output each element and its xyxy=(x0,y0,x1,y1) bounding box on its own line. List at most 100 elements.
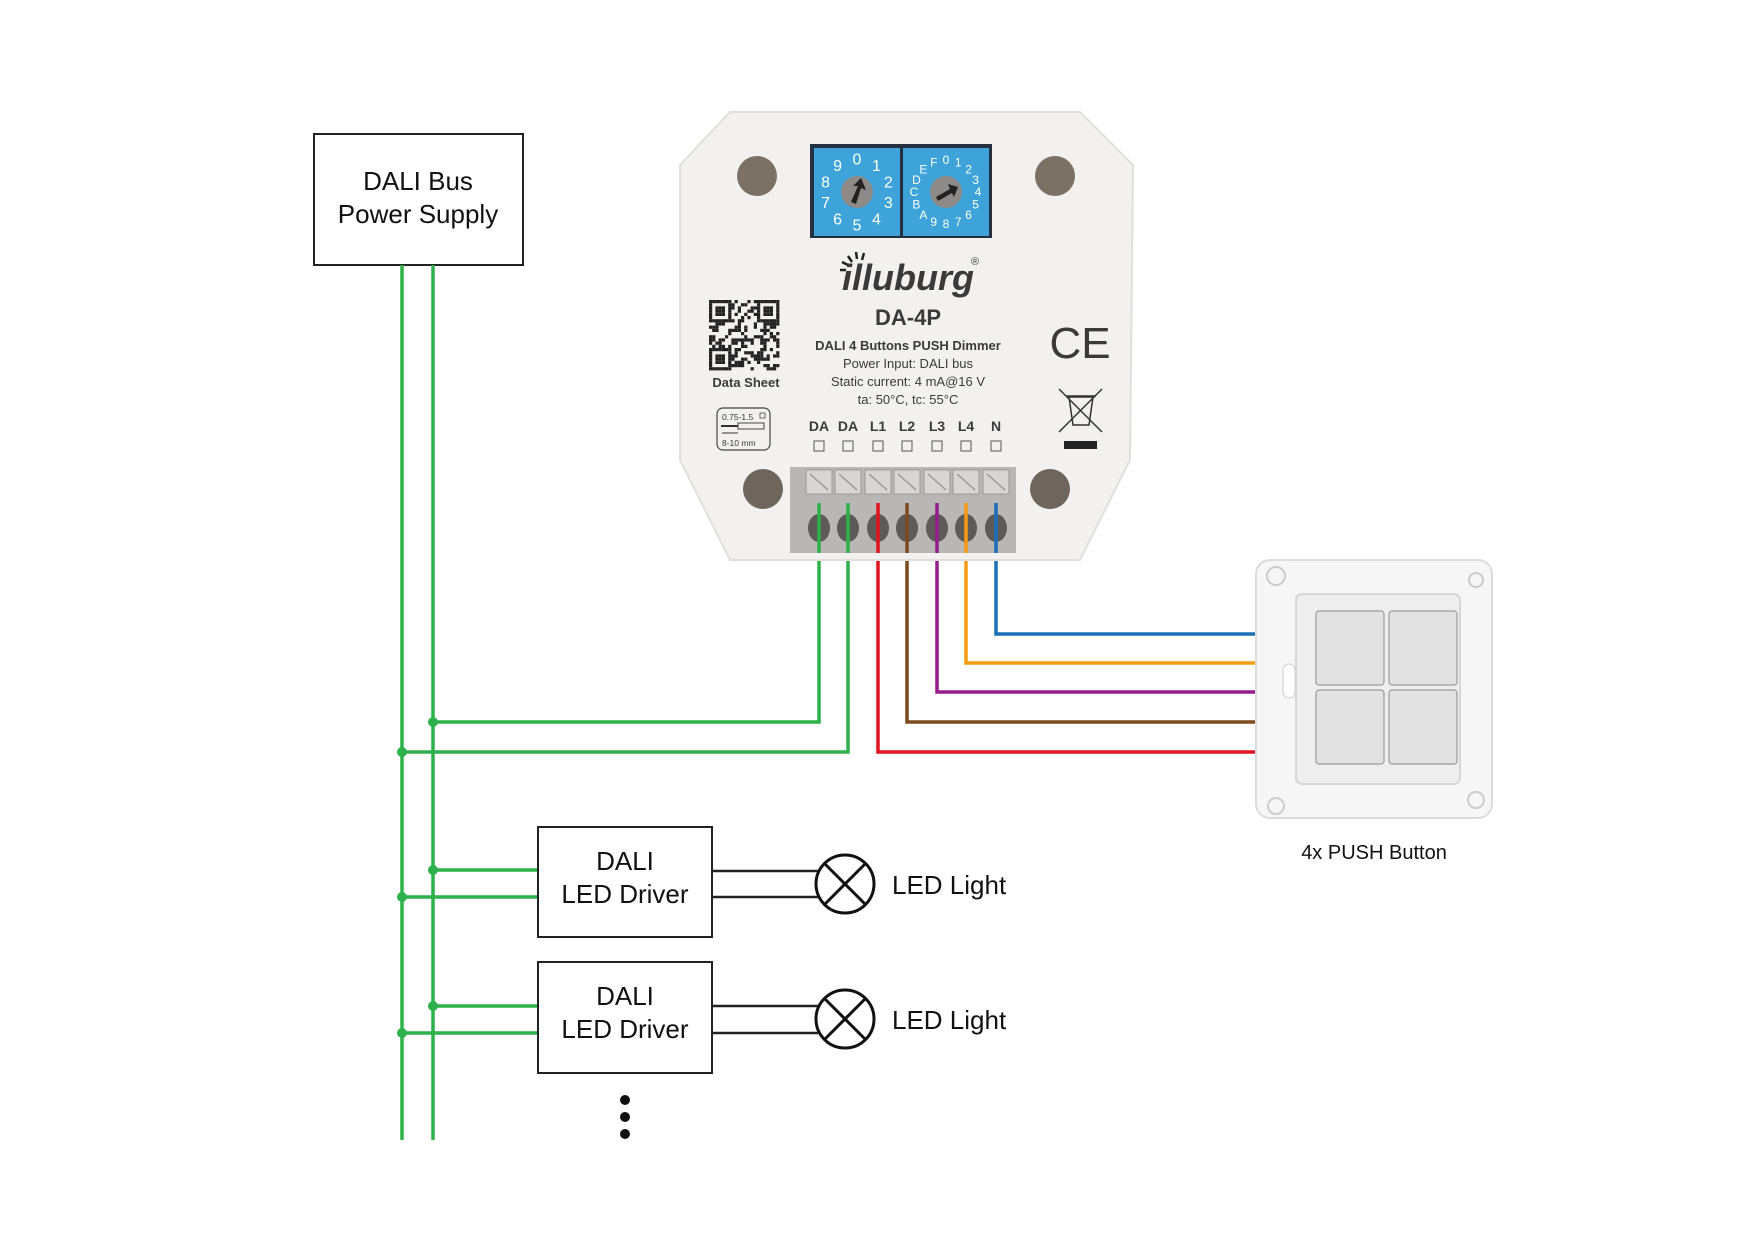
terminal-slots xyxy=(805,469,1010,553)
push-button-4[interactable] xyxy=(1388,689,1458,765)
qr-code-icon[interactable] xyxy=(709,300,780,371)
qr-module xyxy=(712,319,716,323)
qr-module xyxy=(728,354,732,358)
qr-module xyxy=(766,319,770,323)
screw-icon xyxy=(1030,469,1070,509)
qr-label: Data Sheet xyxy=(712,375,780,390)
arrow-icon xyxy=(936,184,958,201)
qr-module xyxy=(753,357,757,361)
rotary-digit: E xyxy=(919,163,927,177)
qr-module xyxy=(776,306,780,310)
qr-module xyxy=(776,338,780,342)
qr-module xyxy=(709,335,713,339)
qr-module xyxy=(757,360,761,364)
qr-module xyxy=(753,322,757,326)
qr-module xyxy=(728,303,732,307)
qr-module xyxy=(709,306,713,310)
power-supply-label-2: Power Supply xyxy=(338,199,498,229)
rotary-digit: 1 xyxy=(872,158,881,175)
qr-module xyxy=(776,341,780,345)
qr-module xyxy=(734,348,738,352)
qr-module xyxy=(721,300,725,304)
dali-bus xyxy=(400,265,850,1140)
wire-strip-length: 8-10 mm xyxy=(722,438,756,448)
qr-module xyxy=(753,306,757,310)
rotary-digit: 9 xyxy=(930,215,937,229)
qr-module xyxy=(763,300,767,304)
qr-module xyxy=(766,300,770,304)
terminal-label: L1 xyxy=(870,418,887,434)
qr-module xyxy=(741,319,745,323)
qr-module xyxy=(709,325,713,329)
qr-module xyxy=(709,303,713,307)
qr-module xyxy=(721,367,725,371)
lever-stripe xyxy=(927,473,947,491)
qr-module xyxy=(731,364,735,368)
qr-module xyxy=(766,306,770,310)
qr-module xyxy=(760,357,764,361)
qr-module xyxy=(709,309,713,313)
power-input-spec: Power Input: DALI bus xyxy=(843,356,974,371)
qr-module xyxy=(763,306,767,310)
qr-module xyxy=(718,354,722,358)
qr-module xyxy=(737,309,741,313)
push-button-3[interactable] xyxy=(1315,689,1385,765)
mount-slot xyxy=(1282,663,1296,699)
terminal-label: N xyxy=(991,418,1001,434)
qr-module xyxy=(773,364,777,368)
qr-module xyxy=(709,312,713,316)
qr-module xyxy=(737,306,741,310)
led-light-label: LED Light xyxy=(892,870,1007,900)
junction-dot xyxy=(428,1001,438,1011)
qr-module xyxy=(718,341,722,345)
device-housing xyxy=(679,111,1135,561)
qr-module xyxy=(763,319,767,323)
qr-module xyxy=(776,303,780,307)
qr-module xyxy=(712,344,716,348)
qr-module xyxy=(773,354,777,358)
junction-dot xyxy=(428,717,438,727)
qr-module xyxy=(747,338,751,342)
rotary-digit: 5 xyxy=(853,218,862,235)
rotary-digit: F xyxy=(930,156,937,170)
rotary-digit: 8 xyxy=(821,174,830,191)
qr-module xyxy=(763,348,767,352)
qr-module xyxy=(715,360,719,364)
qr-module xyxy=(757,354,761,358)
driver-box xyxy=(537,961,713,1074)
qr-module xyxy=(718,300,722,304)
qr-module xyxy=(753,300,757,304)
qr-module xyxy=(760,338,764,342)
temperature-spec: ta: 50°C, tc: 55°C xyxy=(858,392,959,407)
qr-module xyxy=(734,341,738,345)
more-drivers-ellipsis-icon xyxy=(620,1095,630,1139)
bus-wire-to-da2 xyxy=(402,520,850,754)
rotary-digit: 4 xyxy=(975,185,982,199)
push-button-2[interactable] xyxy=(1388,610,1458,686)
qr-module xyxy=(763,357,767,361)
qr-module xyxy=(721,322,725,326)
qr-module xyxy=(763,312,767,316)
push-button-1[interactable] xyxy=(1315,610,1385,686)
qr-module xyxy=(737,348,741,352)
qr-module xyxy=(731,357,735,361)
qr-module xyxy=(757,319,761,323)
rotary-digit: 2 xyxy=(965,163,972,177)
qr-module xyxy=(769,319,773,323)
qr-module xyxy=(741,303,745,307)
qr-module xyxy=(709,319,713,323)
qr-module xyxy=(773,367,777,371)
qr-module xyxy=(728,364,732,368)
qr-module xyxy=(721,357,725,361)
terminal-label: DA xyxy=(838,418,858,434)
qr-module xyxy=(718,322,722,326)
qr-module xyxy=(769,306,773,310)
qr-module xyxy=(769,325,773,329)
qr-module xyxy=(731,328,735,332)
qr-module xyxy=(718,312,722,316)
rotary-digit: 0 xyxy=(853,152,862,169)
